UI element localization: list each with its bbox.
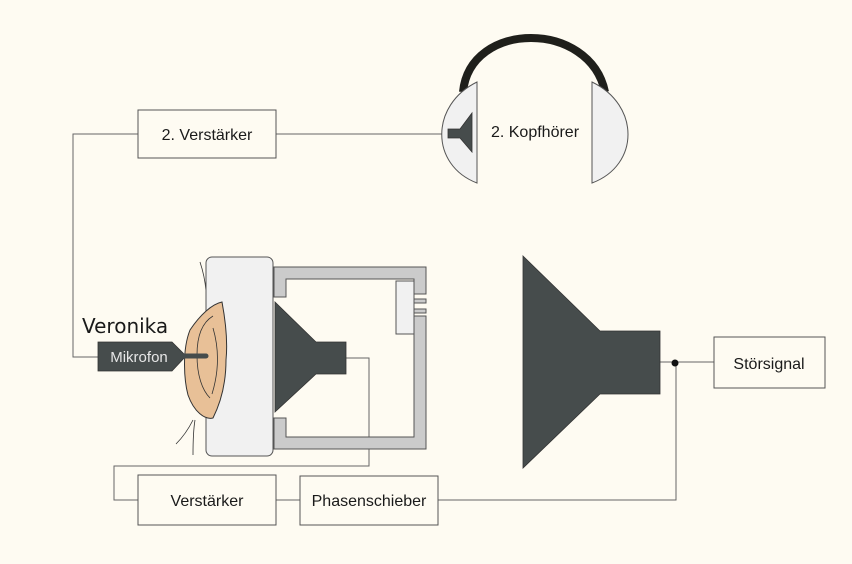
amplifier-2-block: 2. Verstärker [137, 109, 277, 159]
enclosure-frame [273, 266, 427, 450]
amplifier-2-label: 2. Verstärker [162, 127, 253, 144]
noise-signal-block: Störsignal [713, 336, 826, 389]
hair-strand-icon [175, 419, 194, 445]
noise-speaker-icon [522, 255, 661, 469]
vent-insert [395, 280, 415, 335]
amplifier-block: Verstärker [137, 474, 277, 526]
headphone-speaker-icon [447, 111, 473, 154]
noise-signal-box [713, 336, 826, 389]
headphones: 2. Kopfhörer [441, 34, 629, 184]
amplifier-box [137, 474, 277, 526]
amplifier-label: Verstärker [171, 493, 245, 510]
ear-icon [184, 301, 228, 419]
microphone-tag: Mikrofon [97, 341, 209, 372]
headphones-2-label: 2. Kopfhörer [491, 124, 580, 141]
microphone-label: Mikrofon [110, 349, 168, 366]
person-label: Veronika [82, 314, 168, 338]
wire-phaseshifter-to-signal [438, 362, 677, 501]
phase-shifter-box [299, 475, 439, 526]
junction-dot [671, 359, 679, 367]
phase-shifter-label: Phasenschieber [312, 493, 427, 510]
hair-strand-icon [192, 419, 196, 456]
amplifier-2-box [137, 109, 277, 159]
ear-cup-speaker-icon [274, 301, 347, 413]
wire-speaker-to-amp [113, 357, 370, 501]
headband-icon [459, 34, 609, 93]
wire-mic-to-amp2 [72, 133, 138, 358]
noise-signal-label: Störsignal [733, 356, 804, 373]
phase-shifter-block: Phasenschieber [299, 475, 439, 526]
headphone-cup-right [591, 81, 629, 184]
microphone-tag-shape [97, 341, 187, 372]
